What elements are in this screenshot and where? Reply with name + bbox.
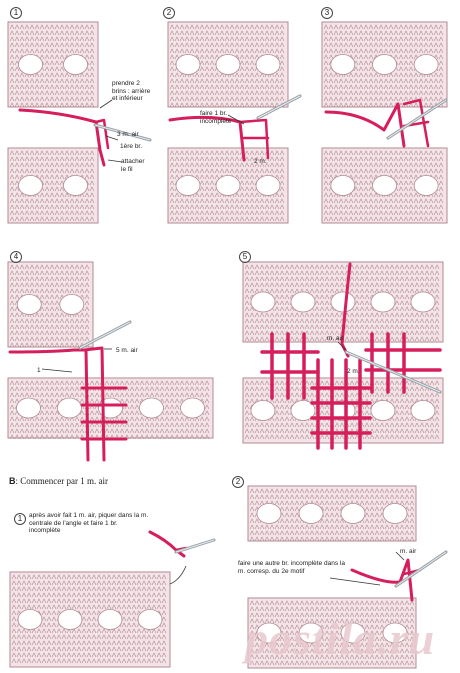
step-1-attach-label: attacher le fil (121, 158, 145, 173)
step-3-yarn (324, 102, 406, 148)
b1-arrow (169, 565, 187, 585)
step-1-take-loops-label: prendre 2 brins : arrière et inférieur (112, 80, 151, 102)
step-5-arrow (337, 341, 347, 351)
step-5-yarn (340, 262, 352, 358)
step-4-one-label: 1 (37, 367, 41, 374)
b2-arrow-b (329, 577, 381, 586)
step-b2-text: faire une autre br. incomplète dans la m… (238, 560, 345, 575)
step-5-number: 5 (239, 251, 251, 263)
step-3-bottom-motif (321, 147, 448, 224)
b2-top-motif (247, 485, 417, 542)
step-4-top-motif (7, 261, 94, 348)
step-4-arrow-b (41, 368, 73, 373)
step-4-yarn (8, 348, 86, 354)
b1-hook-shine (175, 539, 215, 553)
section-b-heading: B: Commencer par 1 m. air (9, 476, 108, 486)
step-1-arrow-a (99, 99, 113, 109)
b1-motif (9, 571, 171, 668)
step-1-yarn-loop (94, 118, 110, 150)
step-3-stitch (402, 98, 430, 148)
step-b1-number: 1 (14, 513, 26, 525)
step-2-incomplete-label: faire 1 br. incomplète (200, 110, 232, 125)
step-2-hook-shine (257, 95, 301, 119)
step-b1-text: après avoir fait 1 m. air, piquer dans l… (29, 512, 149, 534)
step-4-number: 4 (10, 251, 22, 263)
step-5-hook-shine (345, 351, 441, 393)
step-2-chain-label: 2 m. (254, 158, 267, 165)
step-2-stitch (238, 118, 270, 160)
step-1-number: 1 (10, 7, 22, 19)
step-1-chain-label: 3 m. air (117, 131, 139, 138)
step-1-top-motif (7, 21, 99, 108)
step-5-chain-label: m. air (327, 335, 344, 342)
step-2-bottom-motif (167, 147, 289, 224)
step-1-dc-label: 1ère br. (120, 143, 143, 150)
b2-bottom-motif (247, 597, 417, 669)
section-b-letter: B (9, 476, 16, 486)
b2-hook-shine (395, 551, 447, 587)
step-1-arrow-c (107, 159, 123, 163)
section-b-text: : Commencer par 1 m. air (15, 476, 108, 486)
step-3-hook-shine (387, 99, 447, 139)
step-5-chain2-label: 2 m. (347, 368, 360, 375)
step-3-number: 3 (321, 7, 333, 19)
step-2-arrow (227, 114, 245, 125)
watermark: postila.ru (245, 613, 436, 664)
step-2-number: 2 (163, 7, 175, 19)
step-1-arrow-b (105, 135, 119, 141)
step-4-hook-shine (79, 321, 131, 349)
b2-arrow-a (395, 551, 405, 561)
step-1-hook-shine (94, 124, 151, 141)
step-1-bottom-motif (7, 147, 99, 224)
step-b2-number: 2 (232, 476, 244, 488)
step-3-top-motif (321, 21, 448, 108)
step-4-chain-label: 5 m. air (116, 347, 138, 354)
step-2-top-motif (167, 21, 289, 108)
step-b2-chain-label: m. air (400, 548, 417, 555)
